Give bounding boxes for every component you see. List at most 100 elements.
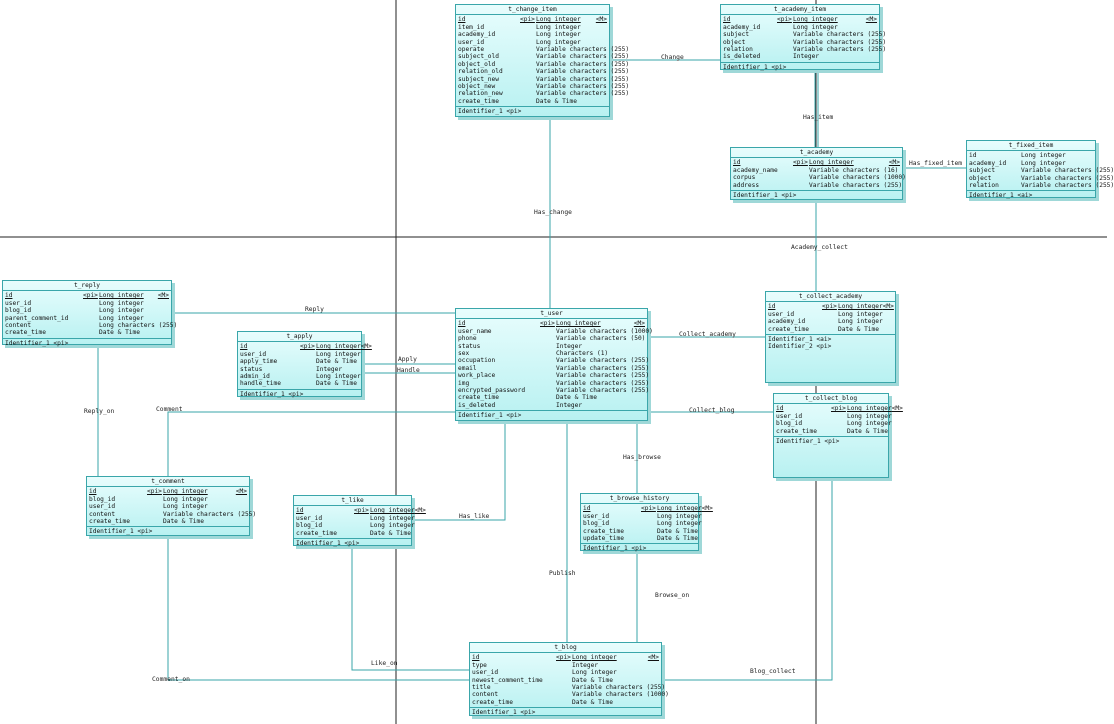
- attribute-key-marker: [1005, 152, 1021, 159]
- rel-label-browse-on[interactable]: Browse_on: [655, 592, 690, 599]
- attribute-mandatory-marker: [581, 24, 607, 31]
- attribute-type: Long integer: [536, 23, 581, 31]
- rel-label-comment-on[interactable]: Comment_on: [152, 676, 190, 683]
- entity-identifiers: Identifier_1 <ai>: [967, 191, 1095, 200]
- attribute-name: content: [5, 322, 32, 330]
- attribute-name: create_time: [89, 518, 130, 526]
- attribute-name: status: [458, 342, 481, 350]
- attribute-mandatory-marker: [144, 307, 169, 314]
- entity-identifiers: Identifier_1 <ai>Identifier_2 <pi>: [766, 335, 895, 352]
- attribute-type: Long integer: [657, 505, 702, 513]
- attribute-type: Long integer: [847, 405, 892, 413]
- attribute-mandatory-marker: [144, 315, 169, 322]
- rel-label-has-browse[interactable]: Has_browse: [623, 454, 661, 461]
- rel-label-comment[interactable]: Comment: [156, 406, 183, 413]
- attribute-key-marker: <pi>: [147, 488, 162, 496]
- rel-label-has-item[interactable]: Has_item: [803, 114, 834, 121]
- entity-title: t_browse_history: [581, 494, 698, 505]
- entity-title: t_collect_academy: [766, 292, 895, 303]
- rel-label-like-on[interactable]: Like_on: [371, 660, 398, 667]
- attribute-name: user_id: [776, 412, 803, 420]
- attribute-key-marker: [300, 366, 316, 373]
- attribute-type: Date & Time: [370, 529, 411, 537]
- rel-label-apply[interactable]: Apply: [398, 356, 417, 363]
- attribute-type: Variable characters (1000): [556, 327, 653, 335]
- attribute-mandatory-marker: [208, 503, 247, 510]
- attribute-type: Long integer: [370, 507, 415, 515]
- attribute-name: occupation: [458, 357, 496, 365]
- rel-label-collect-blog[interactable]: Collect_blog: [689, 407, 735, 414]
- attribute-name: user_id: [472, 669, 499, 677]
- attribute-key-marker: [83, 307, 99, 314]
- attribute-name: create_time: [458, 97, 499, 105]
- attribute-key-marker: <pi>: [520, 16, 535, 24]
- attribute-key-marker: [83, 300, 99, 307]
- attribute-key-marker: [83, 329, 99, 336]
- attribute-name: user_id: [768, 310, 795, 318]
- attribute-name: id: [583, 505, 591, 513]
- attribute-mandatory-marker: <M>: [882, 303, 894, 311]
- identifier: Identifier_1 <pi>: [472, 709, 536, 717]
- attribute-type: Long integer: [316, 343, 361, 351]
- attribute-name: id: [458, 320, 466, 328]
- rel-label-reply[interactable]: Reply: [305, 306, 324, 313]
- attribute-key-marker: <pi>: [83, 292, 98, 300]
- attribute-name: corpus: [733, 174, 756, 182]
- rel-label-change[interactable]: Change: [661, 54, 684, 61]
- attribute-key-marker: [520, 76, 536, 83]
- attribute-key-marker: <pi>: [831, 405, 846, 413]
- attribute-type: Variable characters (255): [556, 364, 650, 372]
- identifier: Identifier_1 <ai>: [768, 336, 832, 344]
- rel-label-has-fixed-item[interactable]: Has_fixed_item: [909, 160, 963, 167]
- attribute-key-marker: [822, 311, 838, 318]
- entity-title: t_comment: [87, 477, 249, 488]
- rel-label-has-like[interactable]: Has_like: [459, 513, 490, 520]
- entity-identifiers: Identifier_1 <pi>: [721, 63, 879, 72]
- entity-identifiers: Identifier_1 <pi>: [581, 544, 698, 553]
- attribute-type: Long integer: [838, 318, 883, 326]
- rel-label-has-change[interactable]: Has_change: [534, 209, 572, 216]
- rel-label-collect-academy[interactable]: Collect_academy: [679, 331, 736, 338]
- attribute-name: object_old: [458, 60, 496, 68]
- attribute-type: Variable characters (255): [536, 83, 630, 91]
- attribute-type: Long integer: [572, 654, 617, 662]
- attribute-type: Date & Time: [847, 427, 888, 435]
- attribute-key-marker: [793, 167, 809, 174]
- rel-label-reply-on[interactable]: Reply_on: [84, 408, 115, 415]
- attribute-key-marker: [300, 373, 316, 380]
- attribute-mandatory-marker: [613, 677, 659, 684]
- rel-label-academy-collect[interactable]: Academy_collect: [791, 244, 848, 251]
- rel-label-blog-collect[interactable]: Blog_collect: [750, 668, 796, 675]
- rel-label-handle[interactable]: Handle: [397, 367, 420, 374]
- rel-label-publish[interactable]: Publish: [549, 570, 576, 577]
- attribute-type: Date & Time: [536, 97, 577, 105]
- attribute-name: subject_old: [458, 53, 499, 61]
